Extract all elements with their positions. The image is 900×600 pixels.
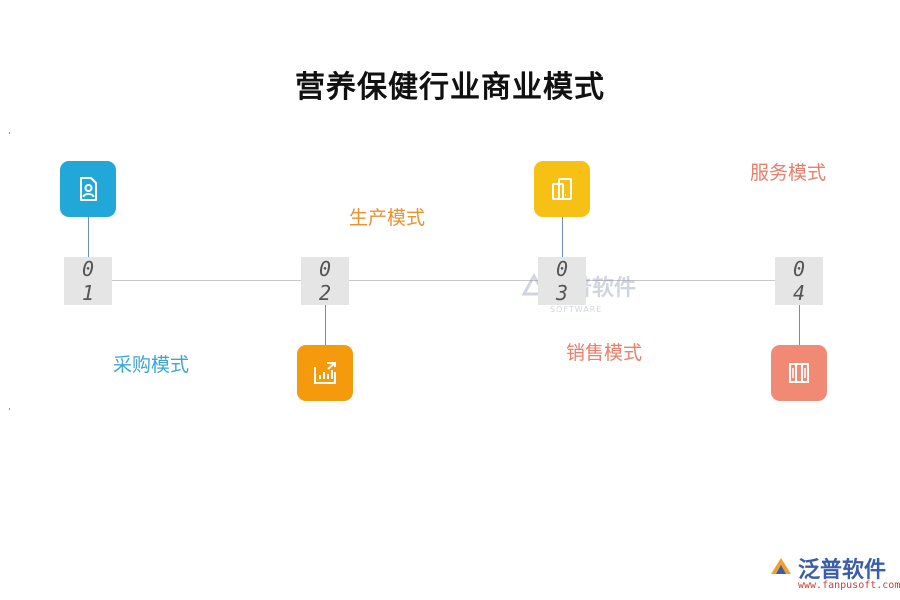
fanpu-logo-icon — [771, 558, 791, 574]
step-4-connector — [799, 305, 800, 345]
step-4-icon-tile — [771, 345, 827, 401]
step-1-connector — [88, 217, 89, 257]
step-3-connector — [562, 217, 563, 257]
step-1-icon-tile — [60, 161, 116, 217]
step-1-label: 采购模式 — [113, 354, 190, 376]
timeline-line — [88, 280, 800, 281]
logo-text: 泛普软件 — [798, 558, 887, 583]
bar-chart-icon — [314, 362, 336, 384]
step-3-icon-tile — [534, 161, 590, 217]
edge-mark — [9, 408, 10, 410]
page-title: 营养保健行业商业模式 — [295, 70, 605, 105]
user-document-icon — [80, 177, 97, 201]
step-2-label: 生产模式 — [349, 207, 426, 229]
logo-url: www.fanpusoft.com — [798, 580, 900, 591]
step-3-label: 销售模式 — [566, 342, 643, 364]
edge-mark — [9, 132, 10, 134]
step-2-icon-tile — [297, 345, 353, 401]
devices-icon — [552, 178, 572, 200]
step-2-connector — [325, 305, 326, 345]
step-4-label: 服务模式 — [750, 162, 827, 184]
book-icon — [789, 363, 809, 383]
